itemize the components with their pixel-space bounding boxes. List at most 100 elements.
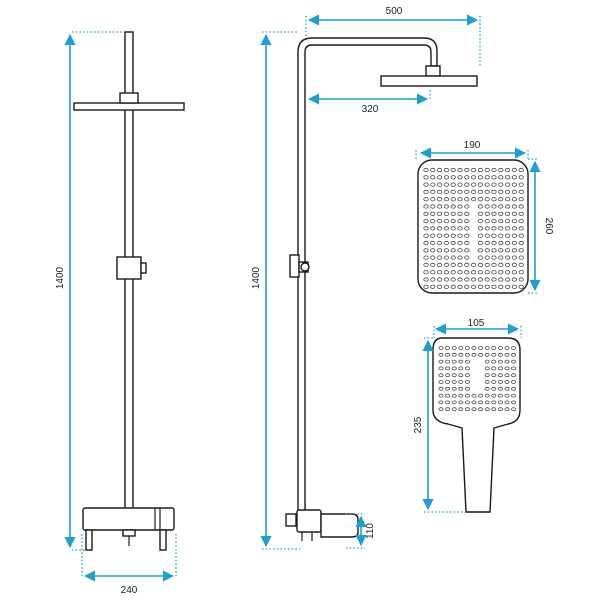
nozzle (451, 373, 457, 378)
nozzle (464, 346, 470, 350)
nozzle (457, 262, 463, 267)
nozzle (504, 167, 511, 173)
nozzle (436, 189, 443, 194)
nozzle (484, 182, 490, 187)
nozzle (436, 182, 443, 187)
nozzle (518, 219, 524, 224)
nozzle (491, 226, 497, 231)
nozzle (511, 366, 517, 371)
nozzle (458, 400, 464, 405)
nozzle (464, 366, 470, 371)
nozzle (498, 204, 504, 209)
nozzle (511, 346, 517, 350)
nozzle (464, 248, 470, 253)
nozzle (423, 167, 429, 173)
nozzle (436, 204, 443, 209)
nozzle (471, 407, 477, 412)
nozzle (511, 204, 518, 209)
nozzle (443, 175, 449, 180)
nozzle (504, 366, 510, 371)
nozzle (445, 366, 451, 371)
nozzle (457, 270, 463, 275)
nozzle (511, 182, 518, 187)
nozzle (430, 240, 436, 246)
nozzle (457, 219, 463, 224)
overhead-height-label: 260 (543, 218, 554, 235)
nozzle (438, 400, 444, 405)
nozzle (470, 175, 477, 180)
nozzle (478, 400, 484, 405)
nozzle (504, 346, 510, 350)
nozzle (484, 386, 490, 391)
nozzle (484, 167, 490, 173)
nozzle (450, 255, 456, 260)
nozzle (484, 204, 490, 209)
nozzle (430, 284, 436, 289)
nozzle (518, 233, 524, 238)
nozzle (518, 226, 524, 231)
nozzle (457, 189, 463, 194)
front-width-label: 240 (121, 585, 138, 596)
nozzle (445, 352, 451, 357)
hand-length-label: 235 (413, 416, 424, 433)
nozzle (518, 262, 524, 267)
nozzle (477, 175, 483, 180)
nozzle (491, 248, 497, 253)
nozzle (436, 233, 443, 238)
nozzle (518, 277, 524, 282)
front-head-connector (119, 92, 139, 104)
nozzle (423, 233, 429, 238)
nozzle (430, 262, 436, 267)
nozzle (430, 270, 436, 275)
nozzle (518, 211, 524, 216)
nozzle (458, 366, 464, 371)
nozzle (451, 393, 457, 398)
nozzle (511, 240, 518, 246)
nozzle (464, 167, 470, 173)
nozzle (423, 262, 429, 267)
nozzle (423, 197, 429, 202)
nozzle (511, 407, 517, 412)
nozzle (470, 284, 477, 289)
nozzle (498, 284, 504, 289)
nozzle (430, 219, 436, 224)
nozzle (511, 359, 517, 364)
nozzle (497, 352, 503, 357)
nozzle (491, 197, 497, 202)
nozzle (464, 393, 470, 398)
nozzle (443, 284, 449, 289)
nozzle (511, 352, 517, 357)
nozzle (511, 233, 518, 238)
front-shower-head (73, 102, 185, 111)
nozzle (504, 386, 510, 391)
nozzle (504, 197, 511, 202)
nozzle (443, 255, 449, 260)
nozzle (491, 366, 497, 371)
nozzle (470, 197, 477, 202)
nozzle (497, 393, 503, 398)
nozzle (464, 182, 470, 187)
nozzle (438, 359, 444, 364)
nozzle (430, 189, 436, 194)
nozzle (450, 219, 456, 224)
nozzle (511, 226, 518, 231)
nozzle (464, 373, 470, 378)
nozzle (443, 262, 449, 267)
nozzle (477, 233, 483, 238)
nozzle (504, 284, 511, 289)
nozzle (504, 352, 510, 357)
nozzle (445, 346, 451, 350)
nozzle (443, 270, 449, 275)
nozzle (423, 248, 429, 253)
nozzle (457, 197, 463, 202)
nozzle (443, 277, 449, 282)
nozzle (458, 359, 464, 364)
nozzle (443, 182, 449, 187)
front-slider (116, 256, 142, 280)
front-height-label: 1400 (55, 266, 66, 289)
nozzle (491, 359, 497, 364)
nozzle (470, 262, 477, 267)
nozzle (450, 233, 456, 238)
nozzle (491, 407, 497, 412)
nozzle (464, 277, 470, 282)
